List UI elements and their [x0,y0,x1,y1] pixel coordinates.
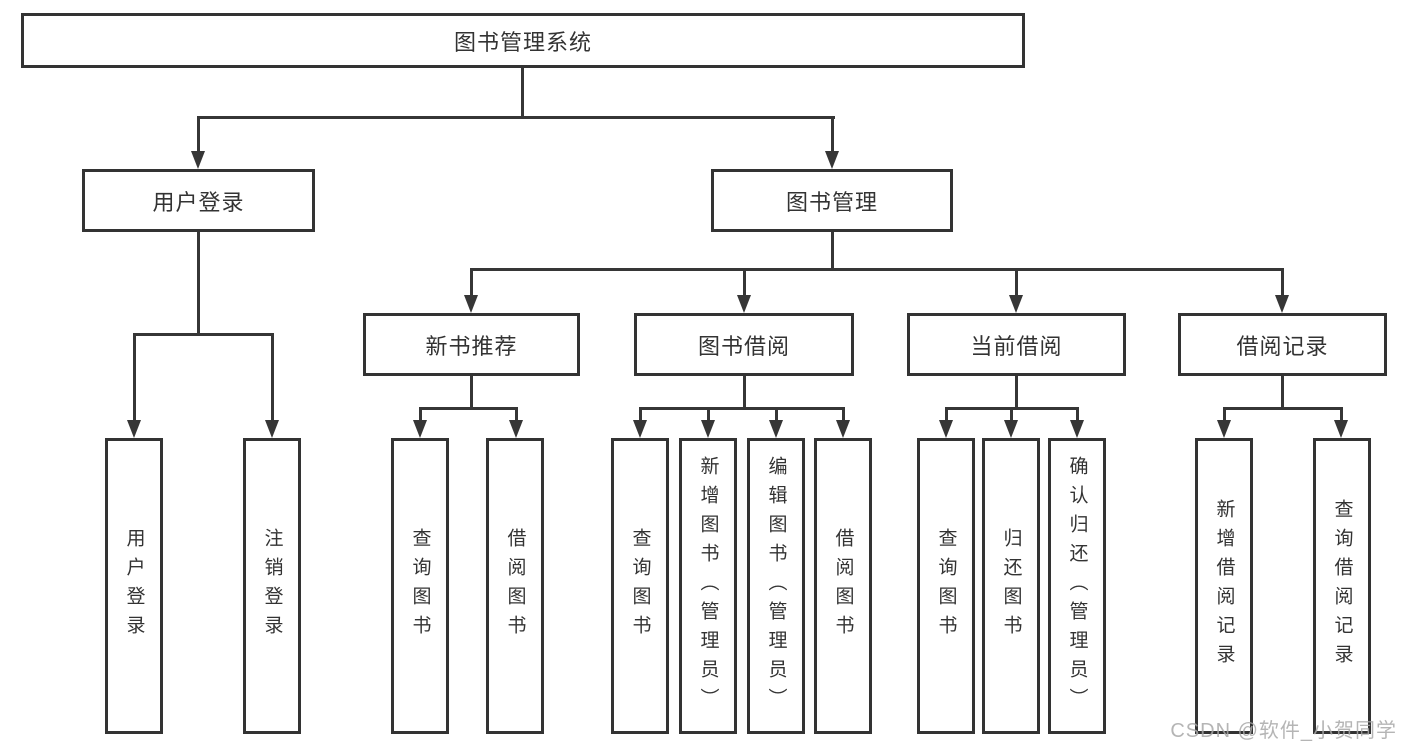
leaf-query-books-current: 查询图书 [917,438,975,734]
connector-stem-borrow-c3 [775,407,778,421]
arrow-down-borrow-c2 [701,420,715,438]
connector-stem-book-management [831,116,834,152]
leaf-query-borrow-record-label: 查询借阅记录 [1331,499,1353,673]
connector-stem-leaf-logout [271,333,274,421]
leaf-add-borrow-record-label: 新增借阅记录 [1213,499,1235,673]
leaf-query-books-recommend: 查询图书 [391,438,449,734]
leaf-return-books-label: 归还图书 [1000,528,1022,644]
connector-userlogin-stem [197,232,200,335]
connector-borrow-stem [743,376,746,409]
connector-stem-current-c1 [945,407,948,421]
connector-stem-recommend-c2 [515,407,518,421]
leaf-query-books-current-label: 查询图书 [935,528,957,644]
leaf-user-login-label: 用户登录 [123,528,145,644]
connector-recommend-hline [419,407,518,410]
leaf-borrow-books-label: 借阅图书 [832,528,854,644]
arrow-down-current-c3 [1070,420,1084,438]
arrow-down-current [1009,295,1023,313]
leaf-confirm-return-admin: 确认归还（管理员） [1048,438,1106,734]
connector-current-stem [1015,376,1018,409]
arrow-down-recommend [464,295,478,313]
group-node-new-book-recommend: 新书推荐 [363,313,580,376]
arrow-down-leaf-user-login [127,420,141,438]
leaf-confirm-return-admin-label: 确认归还（管理员） [1066,455,1088,717]
branch-node-user-login: 用户登录 [82,169,315,232]
connector-recommend-stem [470,376,473,409]
connector-stem-current-c3 [1076,407,1079,421]
leaf-query-books-borrow-label: 查询图书 [629,528,651,644]
csdn-watermark: CSDN @软件_小贺同学 [1170,720,1397,742]
group-node-book-borrow: 图书借阅 [634,313,854,376]
arrow-down-records-c2 [1334,420,1348,438]
leaf-return-books: 归还图书 [982,438,1040,734]
branch-node-book-management: 图书管理 [711,169,953,232]
connector-stem-borrow-c1 [639,407,642,421]
leaf-edit-books-admin: 编辑图书（管理员） [747,438,805,734]
connector-stem-borrow-c2 [707,407,710,421]
arrow-down-borrow-c4 [836,420,850,438]
connector-root-stem [521,68,524,118]
connector-stem-recommend [470,268,473,296]
leaf-logout: 注销登录 [243,438,301,734]
connector-stem-borrow [743,268,746,296]
leaf-borrow-books: 借阅图书 [814,438,872,734]
arrow-down-recommend-c1 [413,420,427,438]
leaf-add-borrow-record: 新增借阅记录 [1195,438,1253,734]
leaf-user-login: 用户登录 [105,438,163,734]
connector-stem-records-c2 [1340,407,1343,421]
arrow-down-book-management [825,151,839,169]
connector-stem-borrow-c4 [842,407,845,421]
arrow-down-user-login [191,151,205,169]
connector-stem-records-c1 [1223,407,1226,421]
connector-root-hline [197,116,835,119]
connector-bookmgmt-stem [831,232,834,270]
arrow-down-recommend-c2 [509,420,523,438]
arrow-down-current-c2 [1004,420,1018,438]
arrow-down-records [1275,295,1289,313]
leaf-logout-label: 注销登录 [261,528,283,644]
leaf-edit-books-admin-label: 编辑图书（管理员） [765,455,787,717]
connector-records-hline [1223,407,1342,410]
connector-stem-user-login [197,116,200,152]
leaf-query-books-recommend-label: 查询图书 [409,528,431,644]
connector-stem-current [1015,268,1018,296]
leaf-borrow-books-recommend-label: 借阅图书 [504,528,526,644]
connector-userlogin-hline [133,333,274,336]
arrow-down-borrow [737,295,751,313]
group-node-borrow-records: 借阅记录 [1178,313,1387,376]
leaf-add-books-admin: 新增图书（管理员） [679,438,737,734]
connector-stem-current-c2 [1010,407,1013,421]
leaf-query-borrow-record: 查询借阅记录 [1313,438,1371,734]
arrow-down-borrow-c3 [769,420,783,438]
connector-stem-records [1281,268,1284,296]
connector-borrow-hline [639,407,844,410]
connector-records-stem [1281,376,1284,409]
arrow-down-borrow-c1 [633,420,647,438]
arrow-down-current-c1 [939,420,953,438]
connector-stem-leaf-user-login [133,333,136,421]
leaf-add-books-admin-label: 新增图书（管理员） [697,455,719,717]
leaf-query-books-borrow: 查询图书 [611,438,669,734]
group-node-current-borrow: 当前借阅 [907,313,1126,376]
leaf-borrow-books-recommend: 借阅图书 [486,438,544,734]
arrow-down-records-c1 [1217,420,1231,438]
root-node-library-system: 图书管理系统 [21,13,1025,68]
connector-stem-recommend-c1 [419,407,422,421]
connector-bookmgmt-hline [470,268,1284,271]
arrow-down-leaf-logout [265,420,279,438]
